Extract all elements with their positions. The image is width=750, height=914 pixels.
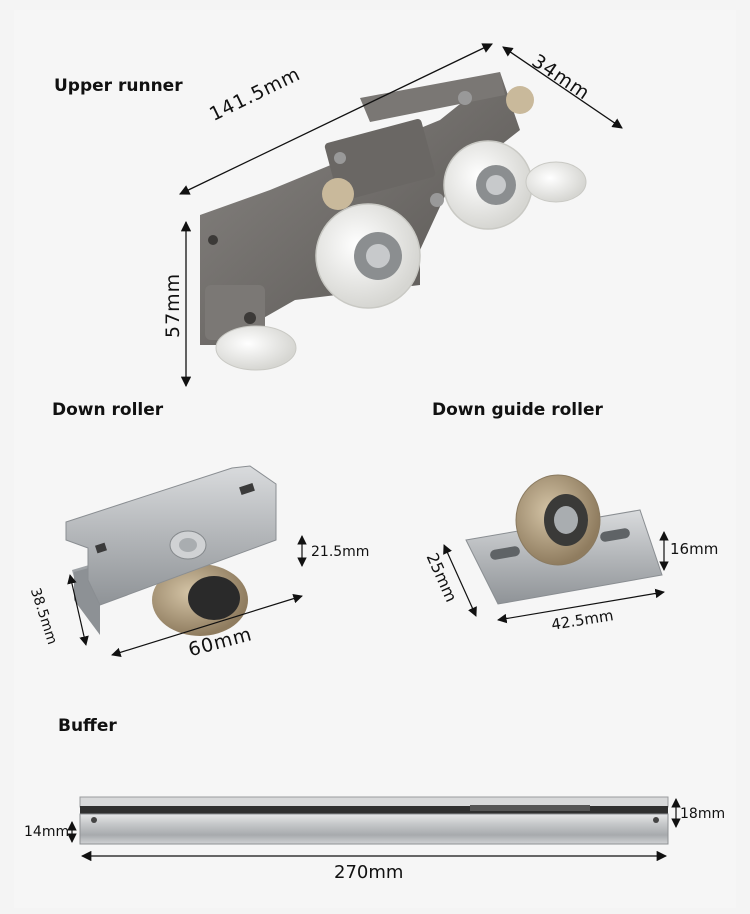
guide-roller-height-label: 16mm (670, 540, 719, 558)
down-guide-roller-image (465, 474, 663, 605)
buffer-length-label: 270mm (334, 862, 404, 883)
down-roller-image (65, 465, 277, 636)
down-roller-title: Down roller (52, 400, 164, 420)
dim-line-down-roller-depth (67, 574, 89, 646)
dim-line-width (502, 46, 623, 129)
upper-runner-image (200, 72, 587, 371)
dim-line-down-roller-length (111, 593, 303, 658)
down-roller-height-label: 21.5mm (311, 544, 370, 560)
dim-line-length (179, 43, 493, 195)
down-guide-roller-title: Down guide roller (432, 400, 603, 420)
upper-runner-height-label: 57mm (162, 272, 184, 338)
dim-line-guide-depth (443, 544, 477, 617)
buffer-left-height-label: 14mm (24, 824, 70, 840)
buffer-image (79, 796, 669, 845)
upper-runner-title: Upper runner (54, 76, 183, 96)
buffer-title: Buffer (58, 716, 117, 736)
dim-line-guide-length (497, 588, 665, 624)
buffer-right-height-label: 18mm (680, 806, 726, 822)
